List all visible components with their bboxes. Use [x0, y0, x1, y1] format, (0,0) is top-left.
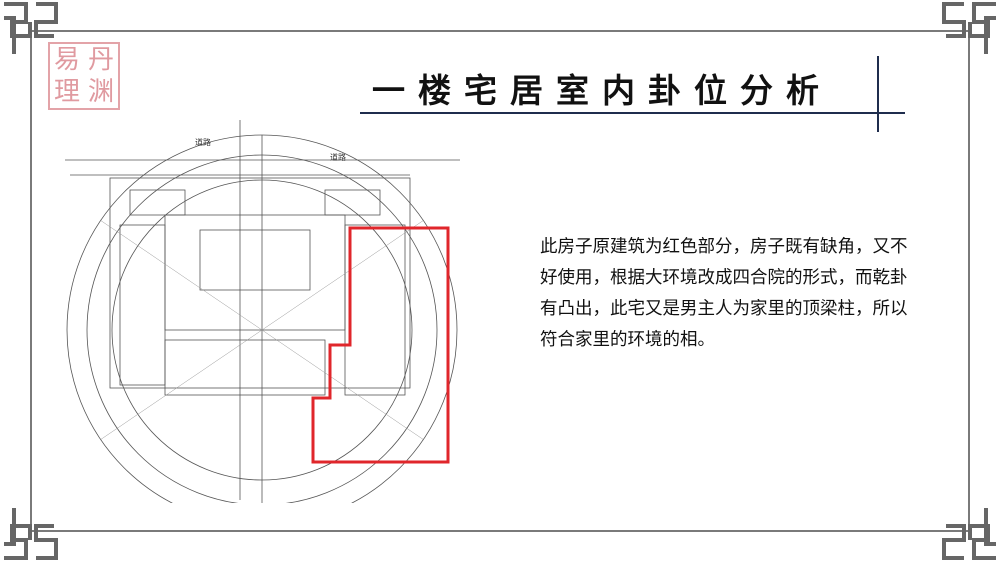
corner-knot-ornament-top-right [942, 2, 996, 54]
slide-frame [30, 30, 970, 532]
floor-plan-diagram: 道路 道路 [65, 120, 460, 503]
corner-knot-ornament-bottom-right [942, 508, 996, 560]
courtyard [164, 214, 346, 331]
description-text: 此房子原建筑为红色部分，房子既有缺角，又不好使用，根据大环境改成四合院的形式，而… [540, 237, 908, 350]
corner-knot-ornament-bottom-left [4, 508, 58, 560]
corner-knot-ornament-top-left [4, 2, 58, 54]
title-underline [360, 112, 905, 114]
title-vertical-divider [877, 56, 879, 132]
road-label: 道路 [330, 152, 346, 162]
original-building-outline [311, 226, 450, 464]
seal-char: 渊 [87, 77, 114, 107]
road-label: 道路 [195, 137, 211, 147]
seal-char: 丹 [87, 45, 114, 75]
seal-char: 易 [53, 45, 80, 75]
seal-char: 理 [53, 77, 80, 107]
slide-title: 一楼宅居室内卦位分析 [372, 71, 832, 110]
logo-seal: 易 丹 理 渊 [48, 42, 120, 110]
